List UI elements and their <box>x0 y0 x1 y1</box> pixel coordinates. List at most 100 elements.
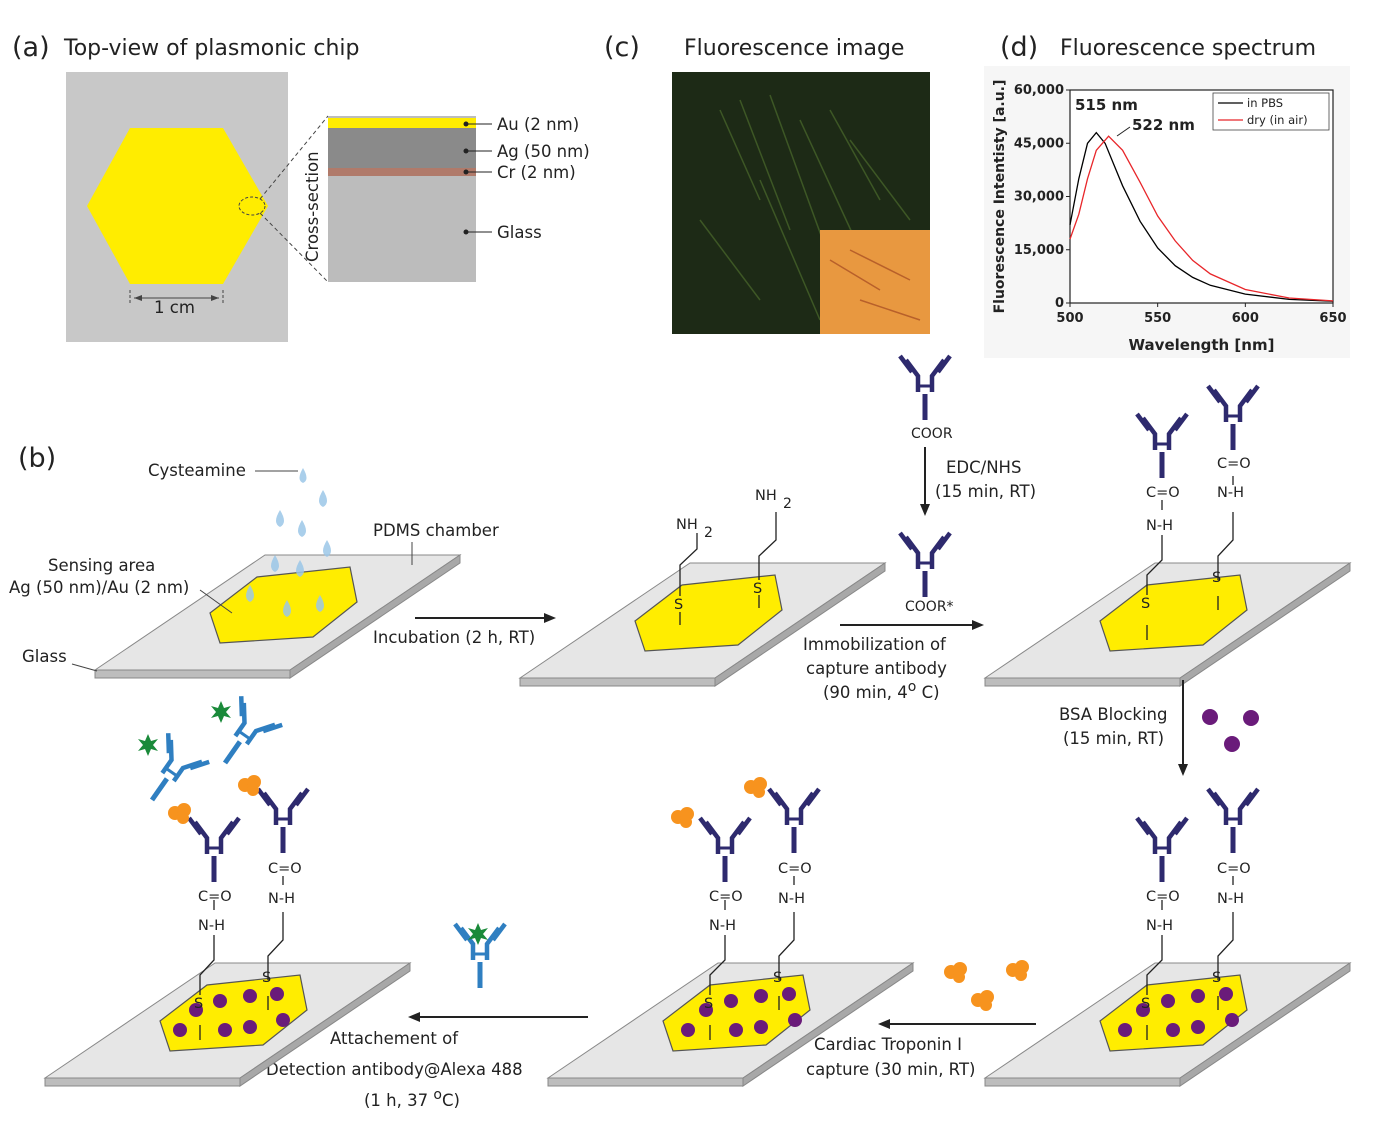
peak-label-515: 515 nm <box>1075 96 1138 114</box>
nh-label: N-H <box>1146 918 1173 934</box>
edc-label-1: EDC/NHS <box>946 458 1021 477</box>
s-label: S <box>674 597 683 613</box>
cysteamine-label: Cysteamine <box>148 461 246 480</box>
s-label: S <box>773 970 782 986</box>
incubation-label: Incubation (2 h, RT) <box>373 628 535 647</box>
troponin-label-1: Cardiac Troponin I <box>814 1035 962 1054</box>
bsa-molecule <box>1224 736 1240 752</box>
co-label: C=O <box>709 889 743 905</box>
layer-cr-label: Cr (2 nm) <box>497 163 576 182</box>
bsa-label-2: (15 min, RT) <box>1063 729 1164 748</box>
coor-star-label: COOR* <box>905 599 954 615</box>
nh2-label: NH <box>676 517 698 533</box>
troponin-bound <box>168 803 191 824</box>
nh-label: N-H <box>198 918 225 934</box>
s-label: S <box>704 996 713 1012</box>
bsa-molecule <box>1243 710 1259 726</box>
linker-step6 <box>199 876 284 1040</box>
troponin-bound <box>671 807 694 828</box>
edc-label-2: (15 min, RT) <box>935 482 1036 501</box>
peak-pointer <box>1116 126 1131 137</box>
panel-c: (c) Fluorescence image <box>604 32 930 334</box>
s-label: S <box>753 581 762 597</box>
troponin <box>1006 960 1029 981</box>
layer-ag <box>328 128 476 168</box>
co-label: C=O <box>1146 485 1180 501</box>
hexagon-sensing-area <box>87 128 268 284</box>
co-label: C=O <box>198 889 232 905</box>
linker-step3 <box>1146 476 1234 640</box>
antibody-coor-activated <box>900 533 950 597</box>
series-line-0 <box>1069 131 1334 302</box>
panel-a-label: (a) <box>12 32 50 63</box>
capture-antibody <box>1208 386 1258 450</box>
troponin <box>944 962 967 983</box>
layer-au-label: Au (2 nm) <box>497 115 579 134</box>
detect-label-1: Attachement of <box>330 1029 459 1048</box>
nh-label: N-H <box>778 891 805 907</box>
x-tick-label: 500 <box>1056 311 1083 326</box>
detect-label-2: Detection antibody@Alexa 488 <box>266 1060 523 1079</box>
panel-b-label: (b) <box>18 443 56 474</box>
bsa-molecule <box>1202 709 1218 725</box>
bsa-on-chip <box>1118 987 1239 1037</box>
cysteamine-droplets <box>246 468 331 617</box>
pdms-label: PDMS chamber <box>373 521 499 540</box>
bsa-on-chip <box>173 987 290 1037</box>
nh-label: N-H <box>1217 485 1244 501</box>
co-label: C=O <box>778 861 812 877</box>
capture-antibody <box>189 818 239 882</box>
troponin <box>971 990 994 1011</box>
co-label: C=O <box>1217 861 1251 877</box>
x-tick-label: 650 <box>1319 311 1346 326</box>
layer-au <box>328 118 476 128</box>
linker-step4 <box>1146 876 1234 1040</box>
nh2-subscript: 2 <box>783 496 792 512</box>
co-label: C=O <box>1146 889 1180 905</box>
troponin-bound <box>744 777 767 798</box>
step3-chip <box>984 562 1351 687</box>
troponin-label-2: capture (30 min, RT) <box>806 1060 975 1079</box>
y-tick-label: 15,000 <box>1014 243 1064 258</box>
nh-label: N-H <box>709 918 736 934</box>
nh2-label: NH <box>755 488 777 504</box>
alexa-fluorophore <box>138 734 158 756</box>
legend-label: dry (in air) <box>1247 113 1308 127</box>
legend-box <box>1212 92 1330 131</box>
layer-cr <box>328 168 476 176</box>
cysteamine-molecules <box>679 512 777 625</box>
co-label: C=O <box>268 861 302 877</box>
layer-ag-label: Ag (50 nm) <box>497 142 590 161</box>
sensing-area-label-1: Sensing area <box>48 556 155 575</box>
antibody-coor <box>900 356 950 420</box>
immob-label-2: capture antibody <box>806 659 947 678</box>
s-label: S <box>1141 596 1150 612</box>
y-tick-label: 45,000 <box>1014 136 1064 151</box>
zoom-marker <box>238 196 266 216</box>
y-tick-label: 60,000 <box>1014 83 1064 98</box>
x-axis-label: Wavelength [nm] <box>1129 336 1275 354</box>
s-label: S <box>1141 996 1150 1012</box>
bsa-label-1: BSA Blocking <box>1059 705 1167 724</box>
capture-antibody <box>769 789 819 853</box>
co-label: C=O <box>1217 456 1251 472</box>
y-tick-label: 30,000 <box>1014 190 1064 205</box>
capture-antibody <box>700 818 750 882</box>
cross-section-label: Cross-section <box>303 151 322 262</box>
spectrum-chart: 500 550 600 650 0 15,000 30,000 45,000 60,000Wav… <box>984 66 1350 358</box>
troponin-bound <box>238 775 261 796</box>
step4-chip <box>984 962 1351 1087</box>
panel-a-title: Top-view of plasmonic chip <box>63 36 360 61</box>
panel-a: (a) Top-view of plasmonic chip 1 cm Cros… <box>12 32 590 342</box>
nh-label: N-H <box>1217 891 1244 907</box>
immob-label-1: Immobilization of <box>803 635 947 654</box>
x-tick-label: 600 <box>1232 311 1259 326</box>
nh-label: N-H <box>268 891 295 907</box>
s-label: S <box>262 970 271 986</box>
y-tick-label: 0 <box>1055 296 1064 311</box>
coor-label: COOR <box>911 426 953 442</box>
capture-antibody <box>1208 789 1258 853</box>
immob-label-3: (90 min, 4o C) <box>823 679 940 702</box>
x-tick-label: 550 <box>1144 311 1171 326</box>
